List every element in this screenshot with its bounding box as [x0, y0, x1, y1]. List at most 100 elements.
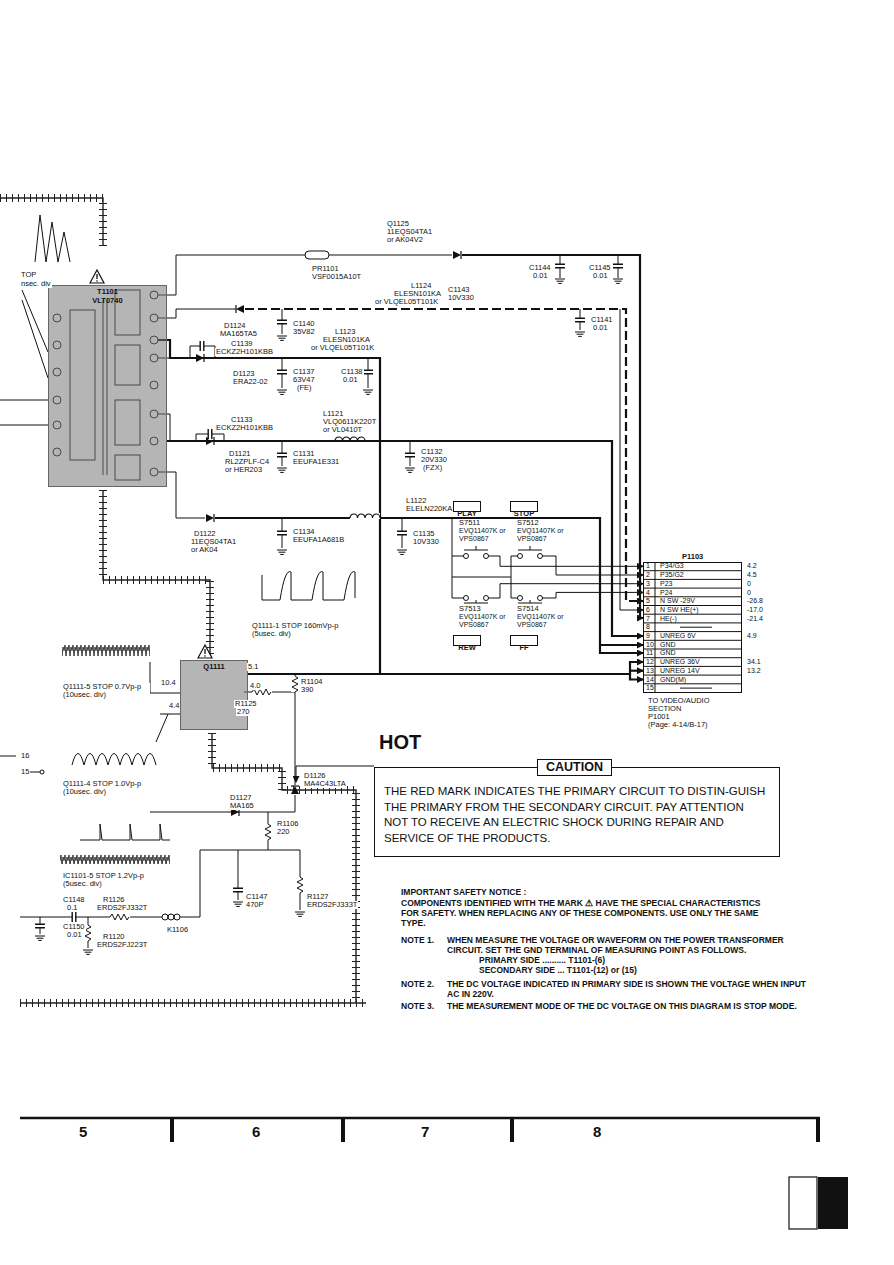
wiring-part	[555, 279, 565, 283]
part-label: D1127	[229, 794, 253, 802]
part-label: C1145	[588, 264, 612, 272]
part-label: R1104	[300, 678, 324, 686]
pin-number: 14	[645, 676, 655, 684]
wiring-part	[276, 531, 288, 535]
voltage-value: 4.2	[746, 562, 758, 570]
wiring-part	[350, 513, 380, 519]
part-label: 20V330	[420, 456, 448, 464]
part-label: 0.01	[532, 272, 549, 280]
wiring-part	[158, 340, 380, 674]
part-label: R1127	[306, 893, 330, 901]
part-label: C1133	[230, 416, 254, 424]
wiring-part	[630, 670, 643, 672]
part-label: C1137	[292, 368, 316, 376]
node-text: THE RED MARK INDICATES THE PRIMARY CIRCU…	[384, 784, 770, 846]
pin-number: 1	[645, 562, 651, 570]
wiring-part	[35, 936, 45, 940]
part-label: 470P	[245, 901, 265, 909]
wiring-part	[489, 584, 644, 598]
part-label: ERDS2FJ223T	[96, 941, 148, 949]
voltage-value: -21.4	[746, 615, 764, 623]
wiring-part	[574, 318, 586, 322]
part-label: 270	[236, 708, 251, 716]
page-bar-part	[20, 1117, 820, 1120]
part-label: R1120	[102, 933, 126, 941]
part-label: ERDS2FJ333T	[306, 901, 358, 909]
wiring-part	[362, 370, 374, 374]
wiring-part	[208, 428, 212, 440]
safety-mark-part	[90, 270, 104, 283]
part-label: or HER203	[224, 466, 263, 474]
wiring-part	[196, 354, 204, 362]
wiring-part	[215, 518, 643, 653]
page-column: 5	[78, 1123, 88, 1141]
voltage-value: 4.4	[168, 702, 180, 710]
wiring-part	[620, 309, 643, 610]
wiring-part	[200, 340, 204, 352]
part-label: C1140	[292, 320, 316, 328]
wiring-part	[110, 913, 130, 921]
node-text: REW	[458, 643, 476, 652]
voltage-value: 4.5	[746, 571, 758, 579]
part-label: ELESN101KA	[322, 336, 371, 344]
wiring-part	[405, 468, 415, 472]
wiring-part	[34, 924, 46, 928]
voltage-value: 10.4	[160, 679, 177, 687]
waveform-part	[35, 215, 70, 262]
page-bar-part	[789, 1177, 817, 1229]
part-label: C1139	[230, 340, 254, 348]
connector-grid	[643, 562, 742, 693]
page-bar	[20, 1118, 848, 1229]
wiring-part	[276, 320, 288, 324]
pin-number: 6	[645, 606, 651, 614]
wiring-part	[484, 554, 489, 559]
safety-note: PRIMARY SIDE .......... T1101-(6)	[478, 955, 606, 965]
part-label: 220	[276, 828, 291, 836]
safety-note: NOTE 2.	[400, 979, 435, 989]
connector-note: TO VIDEO/AUDIO SECTION	[647, 697, 744, 713]
wiring-part	[264, 824, 272, 840]
part-label: or VLQEL05T101K	[374, 298, 439, 306]
page-bar-part	[172, 1118, 818, 1142]
wiring-part	[489, 556, 644, 566]
wiring-part	[72, 911, 76, 923]
part-label: 0.01	[342, 376, 359, 384]
wiring-part	[453, 251, 461, 259]
wiring-part	[83, 950, 93, 954]
edge-label: 15	[20, 768, 30, 776]
part-label: VSF0015A10T	[311, 273, 362, 281]
pin-number: 9	[645, 632, 651, 640]
wiring-part	[200, 850, 300, 910]
waveform-part	[72, 754, 156, 766]
wiring-part	[305, 251, 329, 259]
part-label: S7513	[458, 605, 482, 613]
wiring-part	[276, 370, 288, 374]
wiring-part	[630, 662, 643, 674]
wiring-part	[277, 390, 287, 394]
signal-name: P24	[659, 589, 673, 597]
wiring-part	[295, 912, 305, 916]
part-label: C1132	[420, 448, 444, 456]
pin-number: 7	[645, 615, 651, 623]
part-label: C1150	[62, 923, 86, 931]
safety-mark-part	[96, 274, 97, 279]
part-label: PR1101	[311, 265, 340, 273]
page-column: 8	[592, 1123, 602, 1141]
signal-name: UNREG 36V	[659, 658, 701, 666]
wiring-part	[538, 596, 543, 601]
wiring-part	[464, 596, 469, 601]
pin-number: 5	[645, 597, 651, 605]
wiring-part	[452, 518, 518, 598]
part-label: or AK04V2	[386, 236, 424, 244]
part-label: (FZX)	[422, 464, 443, 472]
pin-number: 13	[645, 667, 655, 675]
connector-grid-part	[643, 562, 742, 693]
signal-name: GND	[659, 641, 677, 649]
voltage-value: 0	[746, 580, 752, 588]
hot-boundary-part	[0, 198, 366, 1003]
hot-boundary	[0, 198, 366, 1003]
wiring-part	[206, 514, 214, 522]
safety-mark-part	[204, 649, 205, 654]
part-label: D1122	[193, 530, 217, 538]
